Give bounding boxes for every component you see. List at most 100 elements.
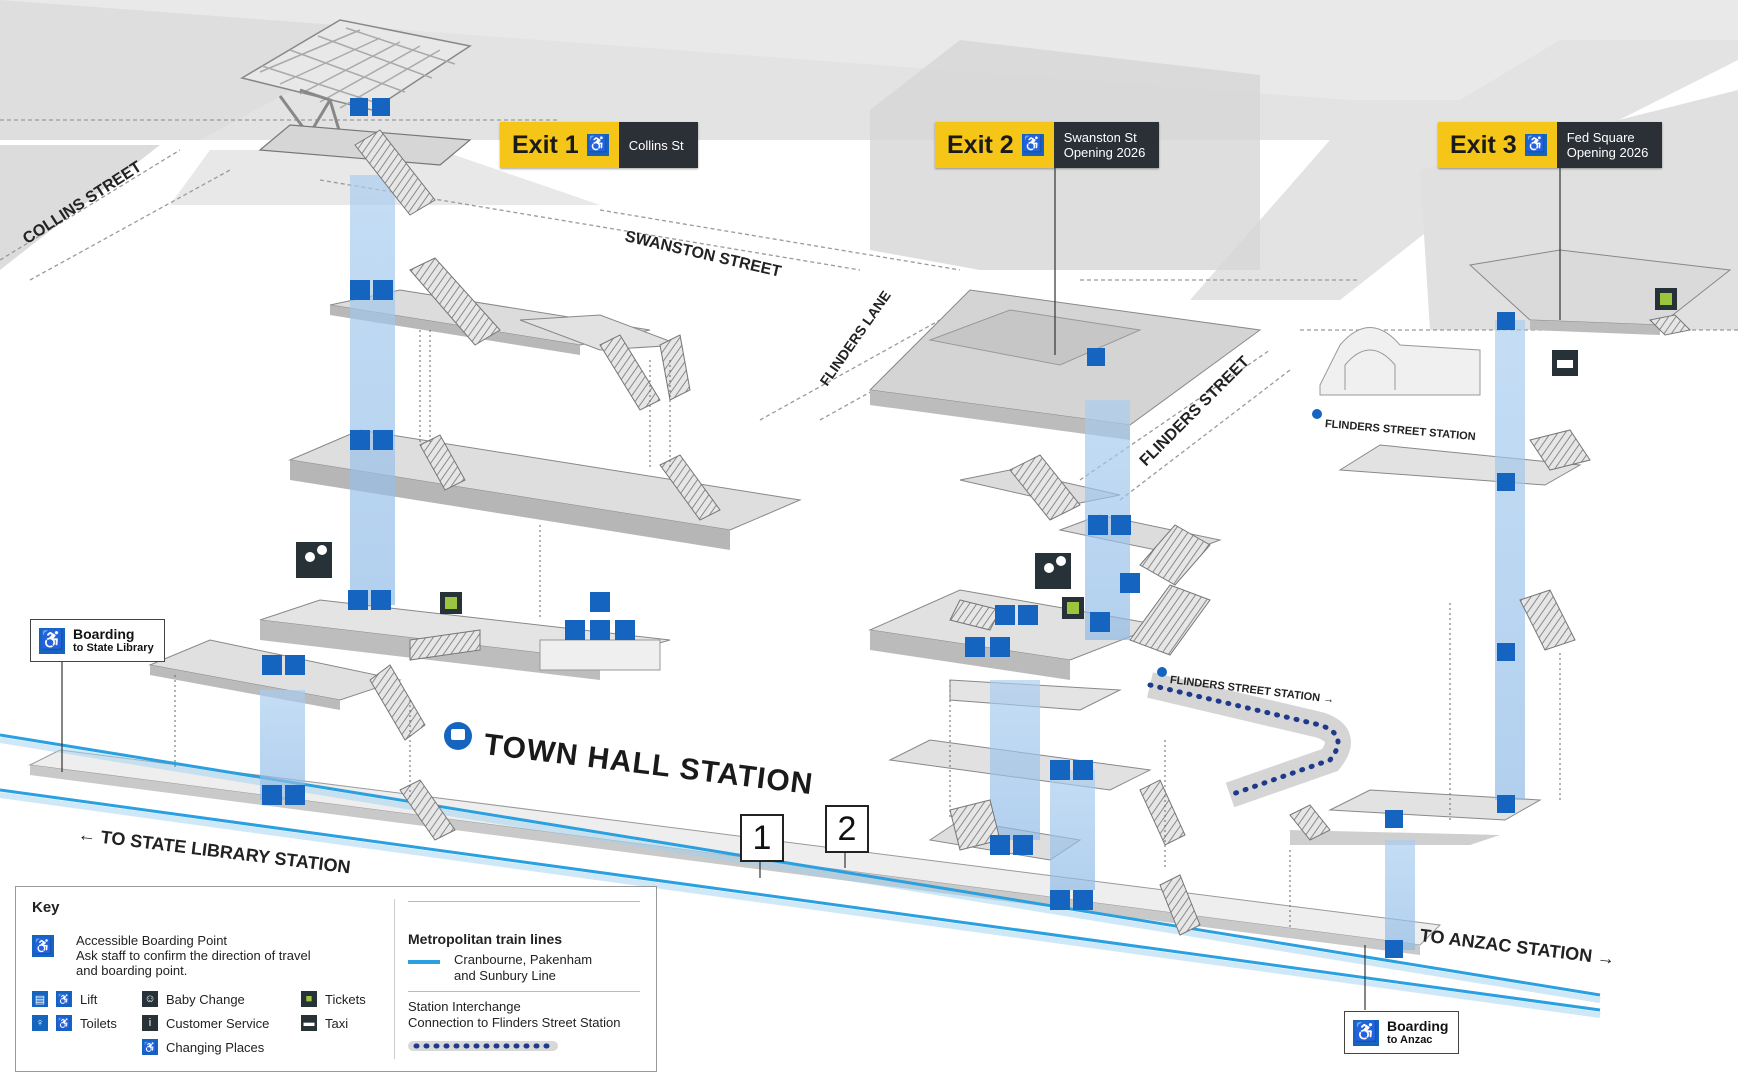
lift-icon: ▤ xyxy=(32,991,48,1007)
flinders-street-station-building xyxy=(1319,327,1481,396)
toilets-icon: ♀ xyxy=(32,1015,48,1031)
key-title: Key xyxy=(32,899,60,916)
key-metro-title: Metropolitan train lines xyxy=(408,931,563,947)
tickets-icon xyxy=(1655,288,1677,310)
lift-icon xyxy=(262,785,305,805)
key-metro-line2: and Sunbury Line xyxy=(454,968,556,983)
lift-shafts xyxy=(260,175,1525,950)
wheelchair-icon: ♿ xyxy=(1353,1019,1379,1046)
wheelchair-icon: ♿ xyxy=(56,991,72,1007)
flinders-station-logo-icon xyxy=(1157,409,1322,677)
platform-2-label: 2 xyxy=(825,805,869,853)
wheelchair-icon: ♿ xyxy=(1021,134,1044,156)
station-logo-icon xyxy=(444,722,472,750)
wheelchair-icon: ♿ xyxy=(32,935,54,957)
boarding-sub: to Anzac xyxy=(1387,1034,1433,1046)
lift-icon xyxy=(995,605,1110,632)
lift-icon xyxy=(1385,940,1403,958)
key-metro-line1: Cranbourne, Pakenham xyxy=(454,952,593,967)
train-line-lower xyxy=(0,788,1601,1012)
key-rule-2 xyxy=(408,991,640,992)
lift-icon xyxy=(1497,795,1515,813)
key-metro-lines: Cranbourne, Pakenham and Sunbury Line xyxy=(454,952,592,984)
lift-icon xyxy=(350,98,390,116)
lift-icon xyxy=(1385,810,1403,828)
key-interchange-desc: Connection to Flinders Street Station xyxy=(408,1015,621,1030)
lift-icon xyxy=(1497,643,1515,661)
lift-icon xyxy=(1087,348,1105,366)
changing-places-icon: ♿ xyxy=(142,1039,158,1055)
key-lift-label: Lift xyxy=(80,991,98,1007)
lift-icon xyxy=(350,280,393,300)
key-changing-places: ♿ Changing Places xyxy=(142,1039,264,1055)
lift-icon xyxy=(990,835,1033,855)
key-accessible-title: Accessible Boarding Point xyxy=(76,933,228,948)
baby-change-icon: ☺ xyxy=(142,991,158,1007)
wheelchair-icon: ♿ xyxy=(39,627,65,654)
key-line-swatch xyxy=(408,960,440,964)
lift-icon xyxy=(1050,760,1093,780)
lift-icon xyxy=(1088,515,1131,535)
exit-3-desc-2: Opening 2026 xyxy=(1566,145,1649,160)
tickets-icon xyxy=(1062,597,1084,619)
changing-places-icon xyxy=(590,592,610,612)
key-accessible-desc1: Ask staff to confirm the direction of tr… xyxy=(76,948,311,963)
key-changing-places-label: Changing Places xyxy=(166,1039,265,1055)
wheelchair-icon: ♿ xyxy=(586,134,609,156)
exit-1-desc: Collins St xyxy=(628,137,684,153)
key-baby-change: ☺ Baby Change xyxy=(142,991,245,1007)
lift-icon xyxy=(1497,473,1515,491)
customer-service-icon xyxy=(1035,553,1071,589)
lift-icon xyxy=(1050,890,1093,910)
toilets-icon xyxy=(965,637,1010,657)
changing-places-icon xyxy=(1120,573,1140,593)
customer-service-icon xyxy=(296,542,332,578)
dashed-connectors xyxy=(174,330,1561,930)
boarding-title: Boarding xyxy=(1387,1018,1449,1034)
exit-2-desc-2: Opening 2026 xyxy=(1063,145,1146,160)
key-baby-change-label: Baby Change xyxy=(166,991,245,1007)
lift-icon xyxy=(1497,312,1515,330)
key-taxi-label: Taxi xyxy=(325,1015,349,1031)
boarding-sub: to State Library xyxy=(73,642,154,654)
exit-1-label: Exit 1 xyxy=(512,130,579,159)
exit-1-sign[interactable]: Exit 1 ♿ Collins St xyxy=(500,122,698,168)
escalators xyxy=(354,129,1692,936)
key-tickets: ■ Tickets xyxy=(301,991,366,1007)
key-interchange-swatch xyxy=(408,1041,558,1051)
facility-icons xyxy=(262,98,1677,958)
key-toilets: ♀♿Toilets xyxy=(32,1015,117,1031)
key-accessible: ♿ Accessible Boarding Point Ask staff to… xyxy=(32,933,311,978)
exit-3-label: Exit 3 xyxy=(1450,130,1517,159)
exit-3-desc: Fed Square xyxy=(1566,130,1635,145)
toilets-icon xyxy=(565,620,635,640)
customer-service-icon: i xyxy=(142,1015,158,1031)
lift-icon xyxy=(350,430,393,450)
key-divider xyxy=(394,899,395,1059)
key-customer-service-label: Customer Service xyxy=(166,1015,270,1031)
key-accessible-desc2: and boarding point. xyxy=(76,963,188,978)
taxi-icon: ▬ xyxy=(301,1015,317,1031)
key-tickets-label: Tickets xyxy=(325,991,366,1007)
tickets-icon: ■ xyxy=(301,991,317,1007)
boarding-title: Boarding xyxy=(73,626,135,642)
key-taxi: ▬ Taxi xyxy=(301,1015,348,1031)
key-rule xyxy=(408,901,640,902)
lift-icon xyxy=(348,590,391,610)
lift-icon xyxy=(262,655,305,675)
interchange-path xyxy=(1147,672,1351,808)
key-lift: ▤ ♿ Lift xyxy=(32,991,97,1007)
exit-2-label: Exit 2 xyxy=(947,130,1014,159)
tickets-icon xyxy=(440,592,462,614)
key-customer-service: i Customer Service xyxy=(142,1015,269,1031)
exit-2-desc: Swanston St xyxy=(1063,130,1137,145)
wheelchair-icon: ♿ xyxy=(1524,134,1547,156)
map-key: Key ♿ Accessible Boarding Point Ask staf… xyxy=(15,886,657,1072)
wheelchair-icon: ♿ xyxy=(56,1015,72,1031)
key-interchange-title: Station Interchange xyxy=(408,999,521,1014)
